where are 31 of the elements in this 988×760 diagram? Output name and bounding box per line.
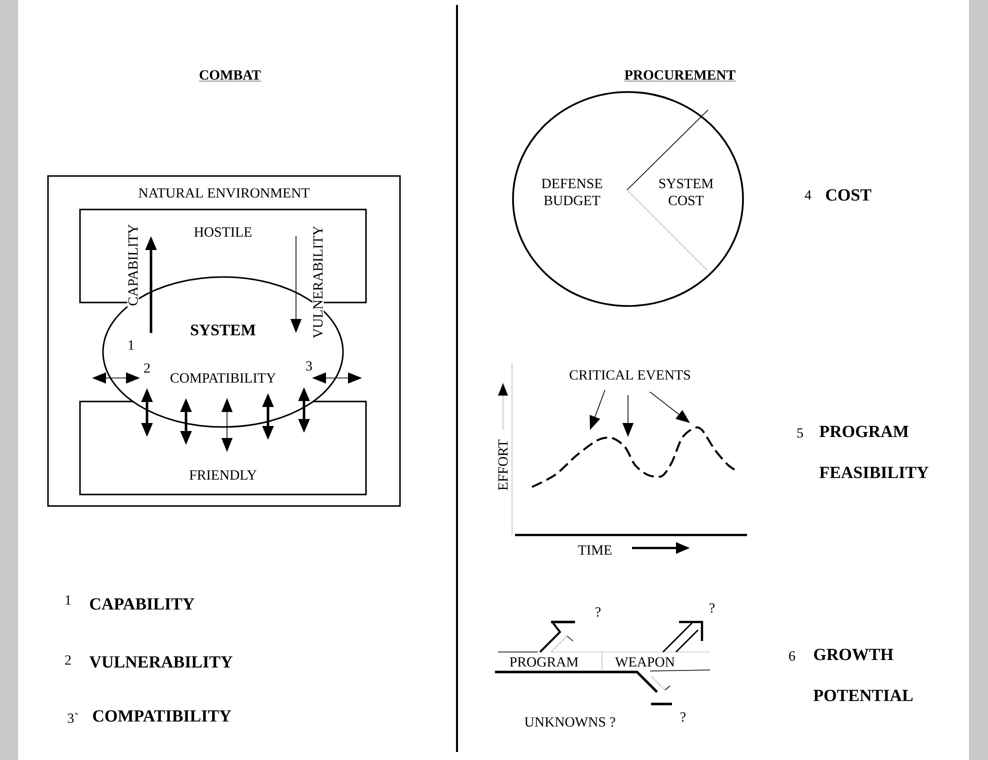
item-title: PROGRAM FEASIBILITY: [820, 426, 928, 478]
arrow: [650, 392, 690, 423]
heading: PROCUREMENT: [624, 70, 736, 82]
branch-label: WEAPON: [615, 657, 675, 667]
item-number: 1: [66, 595, 71, 605]
axis-label: EFFORT: [498, 440, 508, 490]
item-title: CAPABILITY: [90, 598, 194, 610]
callout-text: CRITICAL EVENTS: [570, 370, 690, 380]
edge-label: VULNERABILITY: [312, 224, 324, 340]
item-title: GROWTH POTENTIAL: [814, 648, 913, 702]
item-number: 4: [804, 190, 812, 200]
item-number: 5: [797, 428, 803, 438]
item-title: COMPATIBILITY: [93, 710, 232, 722]
branch-label: PROGRAM: [510, 657, 578, 667]
question-mark: ?: [680, 712, 686, 722]
item-number: 6: [789, 651, 796, 661]
callout-number: 3: [306, 361, 312, 371]
item-number: 2: [65, 655, 71, 665]
item-title: VULNERABILITY: [89, 656, 232, 668]
axis-label: TIME: [578, 545, 612, 555]
callout-number: 1: [128, 340, 134, 350]
question-mark: ?: [596, 607, 601, 617]
item-number: 3`: [68, 713, 78, 723]
heading: COMBAT: [198, 70, 262, 82]
callout-number: 2: [144, 363, 150, 373]
edge-label: CAPABILITY: [127, 223, 139, 307]
question-mark: ?: [710, 603, 715, 613]
item-title: COST: [826, 189, 872, 201]
unknowns-label: UNKNOWNS ?: [524, 717, 616, 727]
effort-curve: [532, 426, 738, 488]
pie-drawing: DEFENSE BUDGET SYSTEM COST: [512, 91, 744, 307]
